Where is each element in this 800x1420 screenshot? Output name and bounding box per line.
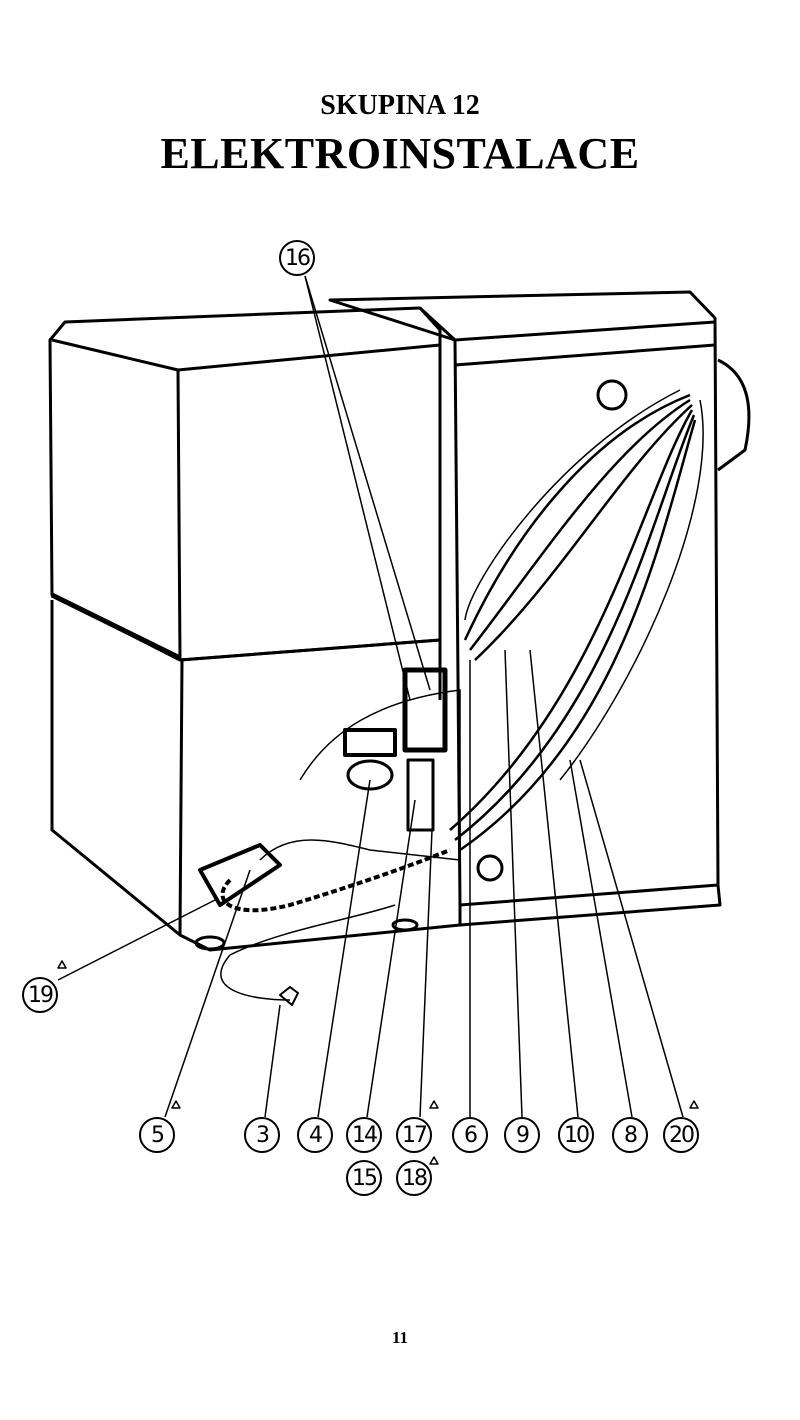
callout-9: 9: [504, 1117, 540, 1153]
callout-5: 5: [139, 1117, 175, 1153]
callout-17: 17: [396, 1117, 432, 1153]
callout-8: 8: [612, 1117, 648, 1153]
callout-4: 4: [297, 1117, 333, 1153]
page-title: ELEKTROINSTALACE: [160, 129, 640, 178]
callout-18: 18: [396, 1160, 432, 1196]
page-number: 11: [391, 1328, 409, 1347]
callout-20: 20: [663, 1117, 699, 1153]
group-heading: SKUPINA 12: [320, 90, 480, 121]
callout-16: 16: [279, 240, 315, 276]
callout-3: 3: [244, 1117, 280, 1153]
callout-6: 6: [452, 1117, 488, 1153]
callout-19: 19: [22, 977, 58, 1013]
callout-15: 15: [346, 1160, 382, 1196]
callout-10: 10: [558, 1117, 594, 1153]
callout-14: 14: [346, 1117, 382, 1153]
